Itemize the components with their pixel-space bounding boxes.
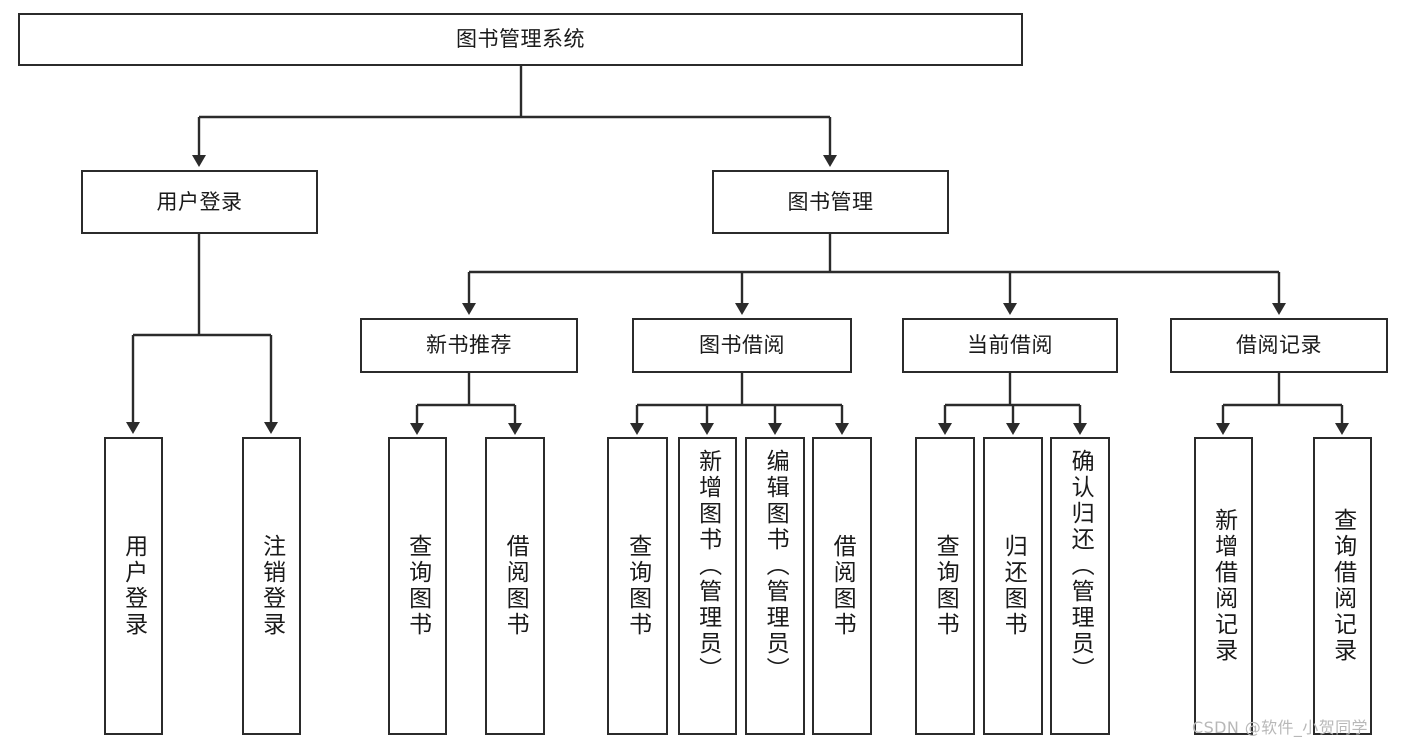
node-leaf-borrow-book[interactable]: 借阅图书 (812, 437, 872, 735)
node-leaf-logout[interactable]: 注销登录 (242, 437, 301, 735)
node-leaf-query-book-new[interactable]: 查询图书 (388, 437, 447, 735)
node-leaf-query-book-current-label: 查询图书 (932, 534, 959, 638)
node-leaf-confirm-return-admin[interactable]: 确认归还（管理员） (1050, 437, 1110, 735)
node-leaf-borrow-book-new-label: 借阅图书 (502, 534, 529, 638)
node-leaf-add-book-admin[interactable]: 新增图书（管理员） (678, 437, 737, 735)
node-leaf-query-borrow-record-label: 查询借阅记录 (1329, 508, 1356, 664)
node-leaf-query-book-borrow-label: 查询图书 (624, 534, 651, 638)
node-leaf-edit-book-admin-label: 编辑图书（管理员） (762, 449, 789, 683)
node-leaf-query-book-current[interactable]: 查询图书 (915, 437, 975, 735)
node-leaf-add-borrow-record[interactable]: 新增借阅记录 (1194, 437, 1253, 735)
node-leaf-logout-label: 注销登录 (258, 534, 285, 638)
node-root[interactable]: 图书管理系统 (18, 13, 1023, 66)
node-leaf-return-book-label: 归还图书 (1000, 534, 1027, 638)
node-leaf-return-book[interactable]: 归还图书 (983, 437, 1043, 735)
node-leaf-query-book-new-label: 查询图书 (404, 534, 431, 638)
node-book-management[interactable]: 图书管理 (712, 170, 949, 234)
node-book-borrow-label: 图书借阅 (699, 333, 785, 358)
node-current-borrow-label: 当前借阅 (967, 333, 1053, 358)
node-current-borrow[interactable]: 当前借阅 (902, 318, 1118, 373)
node-borrow-records[interactable]: 借阅记录 (1170, 318, 1388, 373)
node-leaf-borrow-book-new[interactable]: 借阅图书 (485, 437, 545, 735)
node-leaf-borrow-book-label: 借阅图书 (829, 534, 856, 638)
node-user-login[interactable]: 用户登录 (81, 170, 318, 234)
node-book-borrow[interactable]: 图书借阅 (632, 318, 852, 373)
node-leaf-edit-book-admin[interactable]: 编辑图书（管理员） (745, 437, 805, 735)
node-leaf-add-book-admin-label: 新增图书（管理员） (694, 449, 721, 683)
node-borrow-records-label: 借阅记录 (1236, 333, 1322, 358)
node-leaf-confirm-return-admin-label: 确认归还（管理员） (1067, 449, 1094, 683)
node-user-login-label: 用户登录 (156, 189, 243, 214)
node-leaf-user-login[interactable]: 用户登录 (104, 437, 163, 735)
node-leaf-query-borrow-record[interactable]: 查询借阅记录 (1313, 437, 1372, 735)
node-new-book-recommend-label: 新书推荐 (426, 333, 512, 358)
watermark-text: CSDN @软件_小贺同学 (1192, 718, 1368, 737)
node-leaf-add-borrow-record-label: 新增借阅记录 (1210, 508, 1237, 664)
node-root-label: 图书管理系统 (456, 27, 585, 52)
node-leaf-query-book-borrow[interactable]: 查询图书 (607, 437, 668, 735)
node-new-book-recommend[interactable]: 新书推荐 (360, 318, 578, 373)
node-book-management-label: 图书管理 (787, 189, 874, 214)
node-leaf-user-login-label: 用户登录 (120, 534, 147, 638)
